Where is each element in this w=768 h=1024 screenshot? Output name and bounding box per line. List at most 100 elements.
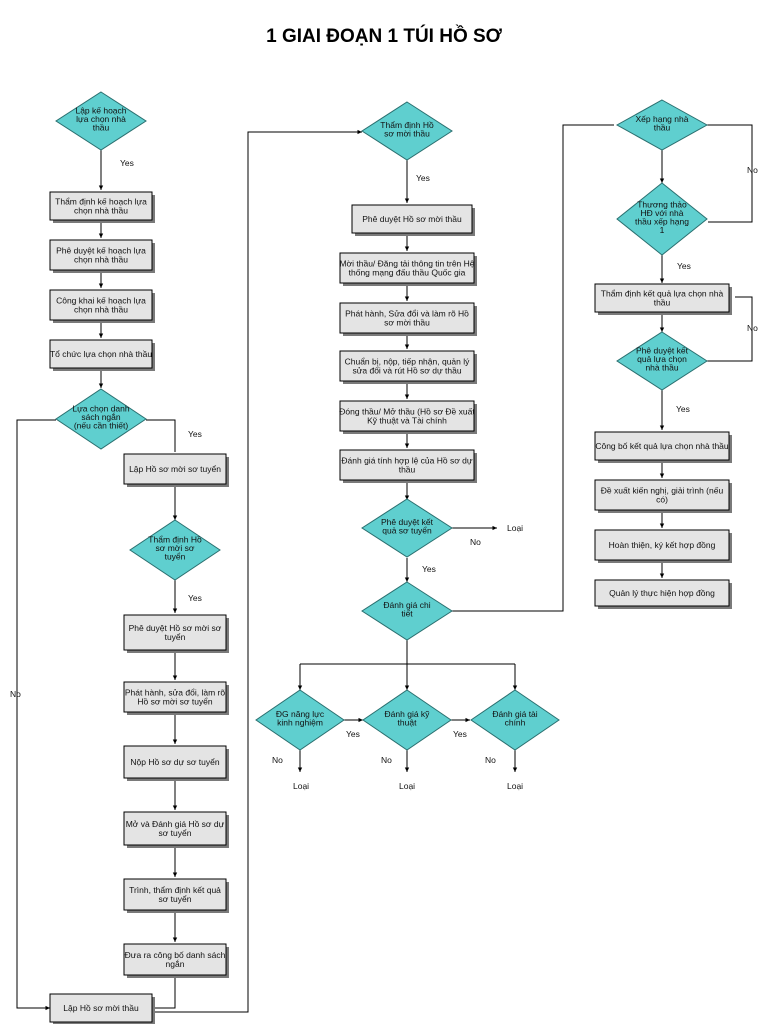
decision-d11 <box>616 182 708 256</box>
decision-d3 <box>129 519 221 581</box>
connector-b9-b10-head <box>172 872 178 877</box>
process-box-b6-text: Phê duyệt Hồ sơ mời sơ <box>129 623 222 633</box>
process-box-e1-text: Thẩm định kết quả lựa chọn nhà <box>601 289 724 299</box>
label-yes-d8: Yes <box>453 729 467 739</box>
connector-d2-b5 <box>146 419 176 452</box>
connector-d6-d10 <box>452 124 614 612</box>
decision-d7 <box>255 689 345 751</box>
connector-d11-e1-head <box>659 278 665 283</box>
process-box-c1-text: Phê duyệt Hồ sơ mời thầu <box>362 214 462 224</box>
process-box-e3 <box>594 479 730 511</box>
decision-d1-text: thầu <box>93 123 110 133</box>
process-box-c5 <box>339 400 475 432</box>
label-yes-d4: Yes <box>416 173 430 183</box>
process-box-b11-text: ngắn <box>166 959 185 969</box>
decision-d11-text: HĐ với nhà <box>641 208 684 218</box>
decision-d8 <box>362 689 452 751</box>
decision-d2-text: (nếu cần thiết) <box>74 421 129 431</box>
decision-d12-text: nhà thầu <box>645 363 678 373</box>
label-reject-d8: Loại <box>399 781 415 791</box>
decision-d1-text: lựa chọn nhà <box>76 114 126 124</box>
connector-d9-reject-head <box>512 767 518 772</box>
process-box-b1 <box>49 191 153 221</box>
process-box-b7-text: Hồ sơ mời sơ tuyển <box>137 697 213 707</box>
connector-d5-reject-head <box>492 525 497 531</box>
process-box-b2-text: Phê duyệt kế hoạch lựa <box>56 246 146 256</box>
process-box-b9-text: sơ tuyển <box>159 828 192 838</box>
process-box-b3-text: chọn nhà thầu <box>74 305 128 315</box>
connector-split-d7-head <box>297 685 303 690</box>
connector-d5-d6-head <box>404 577 410 582</box>
decision-d11-text: Thương thảo <box>637 199 687 209</box>
connector-c5-c6-head <box>404 443 410 448</box>
connector-d4-c1-head <box>404 198 410 203</box>
decision-d3-text: tuyển <box>165 552 186 562</box>
decision-d7-text: ĐG năng lực <box>276 709 325 719</box>
process-box-b6 <box>123 614 227 651</box>
connector-b1-b2-head <box>98 233 104 238</box>
decision-d10-text: thầu <box>654 122 671 132</box>
process-box-b9 <box>123 811 227 846</box>
process-box-b3 <box>49 289 153 321</box>
decision-d7-text: kinh nghiệm <box>277 717 323 727</box>
decision-d6-text: tiết <box>401 608 413 618</box>
process-box-b1-text: Thẩm định kế hoạch lựa <box>55 197 147 207</box>
label-yes-d7: Yes <box>346 729 360 739</box>
decision-d11-text: thầu xếp hạng <box>635 216 689 226</box>
process-box-c6-text: thầu <box>399 465 416 475</box>
process-box-c6-text: Đánh giá tính hợp lệ của Hồ sơ dự <box>341 456 472 466</box>
decision-d10 <box>615 99 709 151</box>
process-box-c2 <box>339 252 475 284</box>
connector-d7-d8-head <box>358 717 363 723</box>
connector-c1-c2-head <box>404 246 410 251</box>
process-box-e3-text: Đề xuất kiến nghị, giải trình (nếu <box>601 486 724 496</box>
label-yes-d5: Yes <box>422 564 436 574</box>
connector-split-d9-head <box>512 685 518 690</box>
label-no-d8: No <box>381 755 392 765</box>
process-box-c1 <box>351 204 473 234</box>
decision-d2 <box>55 388 147 450</box>
label-no-d2: No <box>10 689 21 699</box>
label-reject-d7: Loại <box>293 781 309 791</box>
process-box-b2 <box>49 239 153 271</box>
connector-d7-reject-head <box>297 767 303 772</box>
connector-d2-no-head <box>45 1005 50 1011</box>
process-box-c6 <box>339 449 475 481</box>
connector-b11-b12 <box>154 975 176 1009</box>
process-box-b4-text: Tổ chức lựa chọn nhà thầu <box>50 349 152 359</box>
process-box-c2-text: thống mạng đấu thầu Quốc gia <box>349 268 466 278</box>
connector-e1-no <box>707 296 753 362</box>
connector-b12-d4-head <box>357 129 362 135</box>
process-box-c4 <box>339 350 475 382</box>
connector-c6-d5-head <box>404 495 410 500</box>
decision-d12-text: Phê duyệt kết <box>636 346 689 356</box>
process-box-b5 <box>123 453 227 485</box>
connector-d12-e2-head <box>659 425 665 430</box>
decision-d4-text: Thẩm định Hồ <box>380 120 434 130</box>
process-box-b1-text: chọn nhà thầu <box>74 206 128 216</box>
decision-d2-text: sách ngắn <box>81 412 120 422</box>
decision-d6-text: Đánh giá chi <box>383 600 430 610</box>
connector-d10-no <box>706 124 753 223</box>
decision-d1-text: Lập kế hoạch <box>75 106 126 116</box>
connector-e2-e3-head <box>659 473 665 478</box>
label-yes-d2: Yes <box>188 429 202 439</box>
process-box-e1 <box>594 283 730 313</box>
label-no-e1: No <box>747 323 758 333</box>
connector-split-d8-head <box>404 685 410 690</box>
process-box-b12-text: Lập Hồ sơ mời thầu <box>63 1003 139 1013</box>
decision-d9-text: Đánh giá tài <box>492 709 537 719</box>
process-box-e2-text: Công bố kết quả lựa chọn nhà thầu <box>595 441 729 451</box>
process-box-c5-text: Đóng thầu/ Mở thầu (Hồ sơ Đề xuất <box>339 407 475 417</box>
connector-e1-d12-head <box>659 327 665 332</box>
connector-b3-b4-head <box>98 333 104 338</box>
process-box-e2 <box>594 431 730 461</box>
connector-b8-b9-head <box>172 805 178 810</box>
process-box-c3 <box>339 302 475 334</box>
connector-e3-e4-head <box>659 523 665 528</box>
process-box-b12 <box>49 993 153 1023</box>
connector-c4-c5-head <box>404 394 410 399</box>
process-box-b7-text: Phát hành, sửa đổi, làm rõ <box>125 688 225 698</box>
decision-d8-text: thuật <box>398 717 418 727</box>
connector-b10-b11-head <box>172 937 178 942</box>
